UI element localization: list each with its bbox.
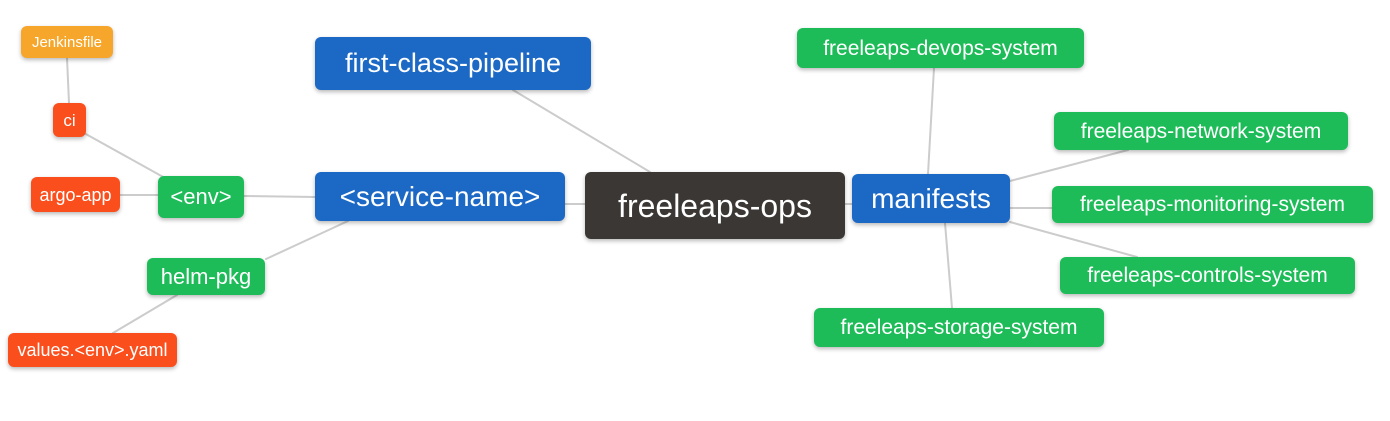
node-freeleaps-ops[interactable]: freeleaps-ops	[585, 172, 845, 239]
node-label-values-env-yaml: values.<env>.yaml	[17, 340, 168, 360]
node-network-system[interactable]: freeleaps-network-system	[1054, 112, 1348, 150]
node-label-env: <env>	[170, 184, 232, 209]
node-ci[interactable]: ci	[53, 103, 86, 137]
node-label-freeleaps-ops: freeleaps-ops	[618, 187, 812, 224]
edge-env-service-name	[243, 195, 316, 198]
edge-manifests-controls	[1009, 221, 1138, 258]
node-first-class-pipeline[interactable]: first-class-pipeline	[315, 37, 591, 90]
node-label-jenkinsfile: Jenkinsfile	[31, 33, 103, 51]
edge-manifests-devops	[927, 67, 935, 175]
node-service-name[interactable]: <service-name>	[315, 172, 565, 221]
node-helm-pkg[interactable]: helm-pkg	[147, 258, 265, 295]
node-label-manifests: manifests	[871, 182, 991, 214]
node-storage-system[interactable]: freeleaps-storage-system	[814, 308, 1104, 347]
node-controls-system[interactable]: freeleaps-controls-system	[1060, 257, 1355, 294]
node-label-argo-app: argo-app	[39, 184, 112, 205]
node-devops-system[interactable]: freeleaps-devops-system	[797, 28, 1084, 68]
node-label-storage-system: freeleaps-storage-system	[840, 316, 1078, 339]
node-label-devops-system: freeleaps-devops-system	[823, 36, 1058, 60]
edge-pipeline-freeleaps-ops	[512, 89, 651, 173]
node-label-helm-pkg: helm-pkg	[160, 263, 252, 289]
node-values-env-yaml[interactable]: values.<env>.yaml	[8, 333, 177, 367]
node-manifests[interactable]: manifests	[852, 174, 1010, 223]
edge-service-name-helm-pkg	[265, 220, 349, 260]
node-label-network-system: freeleaps-network-system	[1080, 119, 1322, 143]
node-label-controls-system: freeleaps-controls-system	[1087, 264, 1328, 287]
node-jenkinsfile[interactable]: Jenkinsfile	[21, 26, 113, 58]
node-label-service-name: <service-name>	[339, 180, 541, 212]
edge-manifests-network	[1009, 149, 1129, 182]
node-label-ci: ci	[63, 110, 76, 130]
edge-helm-pkg-values	[112, 294, 178, 334]
node-argo-app[interactable]: argo-app	[31, 177, 120, 212]
node-label-monitoring-system: freeleaps-monitoring-system	[1080, 193, 1345, 216]
node-env[interactable]: <env>	[158, 176, 244, 218]
node-monitoring-system[interactable]: freeleaps-monitoring-system	[1052, 186, 1373, 223]
edge-ci-env	[83, 132, 166, 179]
node-label-first-class-pipeline: first-class-pipeline	[344, 48, 562, 78]
edge-manifests-storage	[944, 222, 953, 309]
edge-jenkinsfile-ci	[66, 57, 70, 104]
